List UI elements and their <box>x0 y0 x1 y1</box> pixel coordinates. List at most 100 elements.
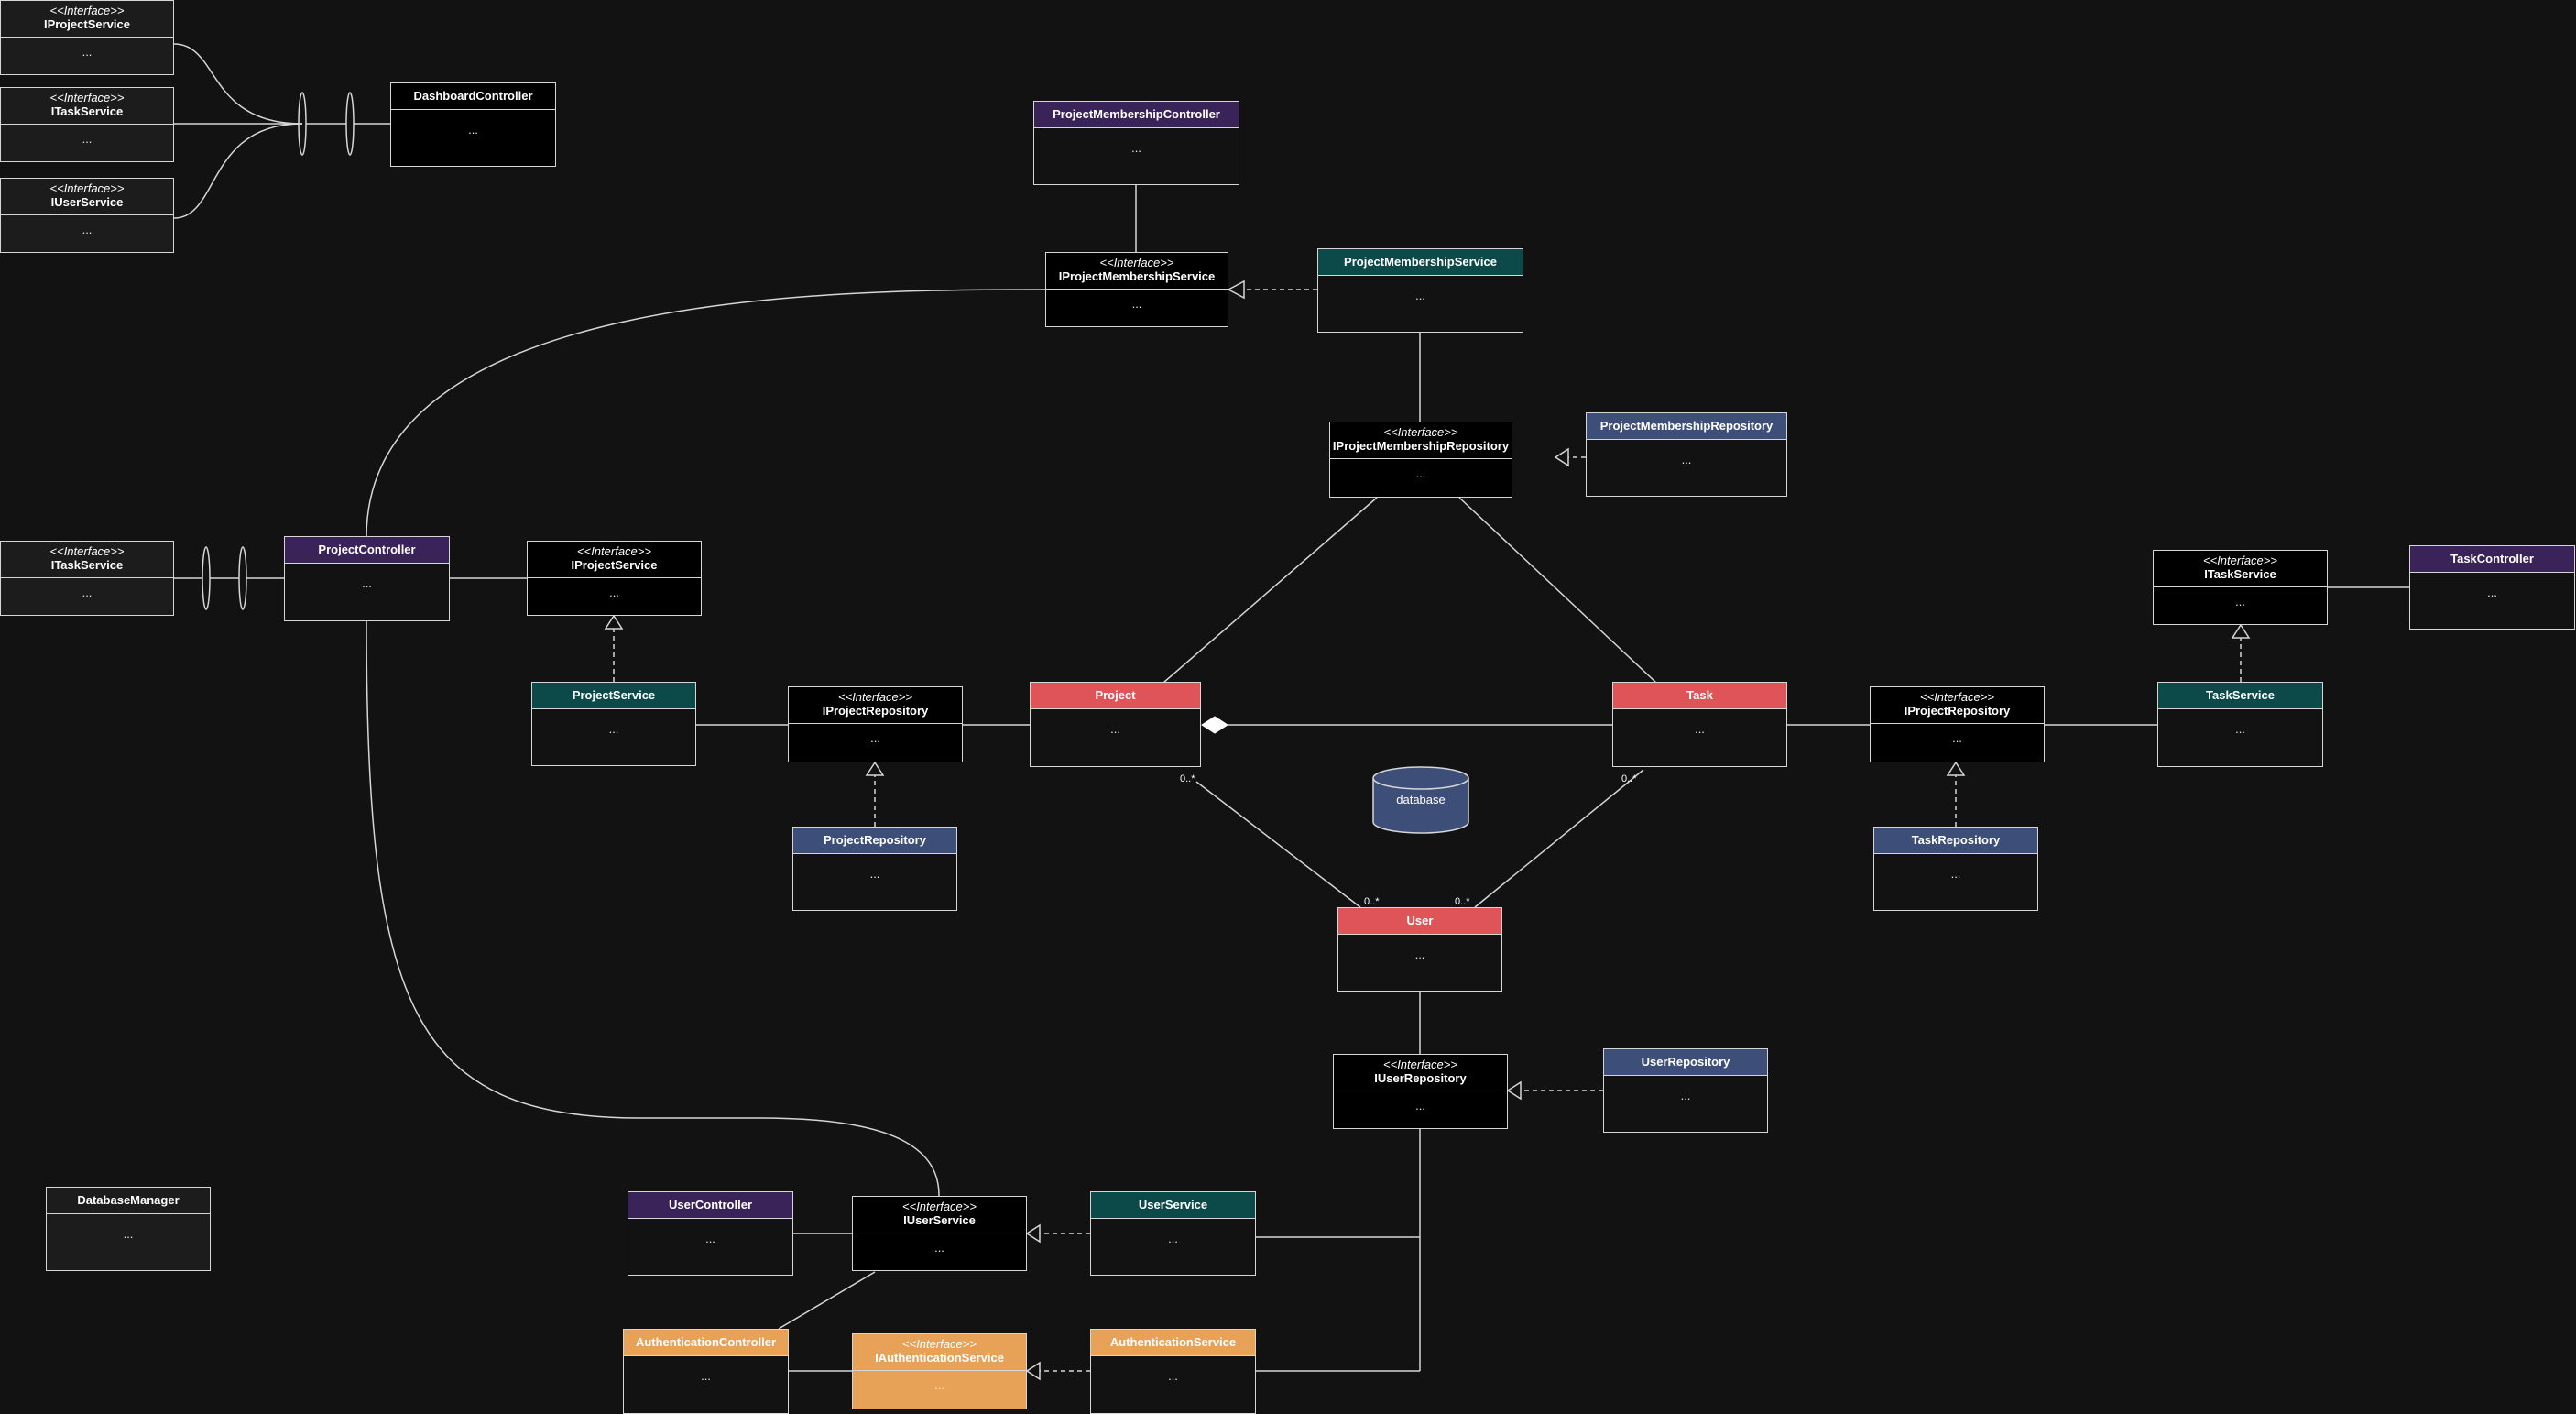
class-name: UserRepository <box>1641 1055 1730 1069</box>
class-name: IUserService <box>903 1213 976 1227</box>
class-body: ... <box>362 576 372 590</box>
class-user-box[interactable]: User... <box>1337 907 1502 992</box>
class-header: <<Interface>>IProjectMembershipService <box>1046 253 1228 290</box>
socket-ring-3 <box>202 546 211 610</box>
connector-ips-dash <box>173 43 303 125</box>
class-header: Task <box>1613 683 1786 709</box>
class-itaskservice-box[interactable]: <<Interface>>ITaskService... <box>0 541 174 616</box>
class-name: IUserService <box>50 195 124 209</box>
connector-iusersvc-authctrl <box>778 1271 876 1330</box>
class-projectmembershiprepository-box[interactable]: ProjectMembershipRepository... <box>1586 412 1787 497</box>
arrowhead-iuserrepo <box>1506 1080 1522 1101</box>
class-header: ProjectMembershipService <box>1318 249 1523 276</box>
class-project-box[interactable]: Project... <box>1030 682 1201 767</box>
class-body: ... <box>701 1369 711 1383</box>
class-userservice-box[interactable]: UserService... <box>1090 1191 1256 1276</box>
class-body: ... <box>82 132 93 146</box>
class-projectmembershipcontroller-box[interactable]: ProjectMembershipController... <box>1033 101 1239 185</box>
class-usercontroller-box[interactable]: UserController... <box>628 1191 793 1276</box>
class-body: ... <box>1110 722 1120 736</box>
class-iuserservice-box[interactable]: <<Interface>>IUserService... <box>852 1196 1027 1271</box>
class-stereotype: <<Interface>> <box>1099 256 1174 269</box>
class-header: AuthenticationController <box>624 1330 788 1356</box>
class-iprojectservice-box[interactable]: <<Interface>>IProjectService... <box>0 0 174 75</box>
class-name: IProjectMembershipService <box>1058 269 1216 283</box>
class-name: AuthenticationService <box>1109 1335 1237 1349</box>
class-header: ProjectController <box>285 537 449 564</box>
class-name: IUserRepository <box>1374 1071 1467 1085</box>
arrowhead-its-right <box>2231 623 2251 639</box>
class-taskcontroller-box[interactable]: TaskController... <box>2409 545 2575 630</box>
class-header: <<Interface>>IProjectMembershipRepositor… <box>1330 422 1512 459</box>
arrowhead-iprojrepo-r <box>1946 761 1966 776</box>
class-databasemanager-box[interactable]: DatabaseManager... <box>46 1187 211 1271</box>
class-projectcontroller-box[interactable]: ProjectController... <box>284 536 450 621</box>
class-header: ProjectMembershipRepository <box>1587 413 1786 440</box>
class-body: ... <box>609 586 619 599</box>
socket-ring-2 <box>345 92 355 156</box>
class-name: DatabaseManager <box>77 1193 180 1207</box>
class-header: UserService <box>1091 1192 1255 1219</box>
assoc-project-user <box>1195 781 1361 908</box>
class-name: ProjectMembershipRepository <box>1599 419 1774 433</box>
class-body: ... <box>1415 1099 1425 1113</box>
class-iuserservice-box[interactable]: <<Interface>>IUserService... <box>0 178 174 253</box>
class-name: ITaskService <box>50 558 124 572</box>
class-name: TaskService <box>2206 688 2275 702</box>
class-projectservice-box[interactable]: ProjectService... <box>531 682 696 766</box>
class-body: ... <box>1950 867 1961 881</box>
class-authenticationservice-box[interactable]: AuthenticationService... <box>1090 1329 1256 1414</box>
class-itaskservice-box[interactable]: <<Interface>>ITaskService... <box>2153 550 2328 625</box>
class-itaskservice-box[interactable]: <<Interface>>ITaskService... <box>0 87 174 162</box>
class-task-box[interactable]: Task... <box>1612 682 1787 767</box>
class-header: UserRepository <box>1604 1049 1767 1076</box>
class-name: ProjectMembershipController <box>1053 107 1220 121</box>
class-stereotype: <<Interface>> <box>1920 690 1994 704</box>
class-iauthenticationservice-box[interactable]: <<Interface>>IAuthenticationService... <box>852 1333 1027 1409</box>
class-name: UserController <box>668 1198 753 1211</box>
class-authenticationcontroller-box[interactable]: AuthenticationController... <box>623 1329 789 1414</box>
class-projectmembershipservice-box[interactable]: ProjectMembershipService... <box>1317 248 1523 333</box>
class-iprojectservice-box[interactable]: <<Interface>>IProjectService... <box>527 541 702 616</box>
database-cylinder[interactable]: database <box>1371 765 1470 835</box>
multiplicity-label: 0..* <box>1621 773 1637 784</box>
arrowhead-ipmr <box>1554 447 1569 467</box>
class-name: ITaskService <box>50 104 124 118</box>
class-iprojectrepository-box[interactable]: <<Interface>>IProjectRepository... <box>788 686 963 762</box>
class-iprojectmembershipservice-box[interactable]: <<Interface>>IProjectMembershipService..… <box>1045 252 1228 327</box>
class-userrepository-box[interactable]: UserRepository... <box>1603 1048 1768 1133</box>
class-body: ... <box>1131 141 1141 155</box>
class-header: AuthenticationService <box>1091 1330 1255 1356</box>
class-body: ... <box>705 1232 715 1245</box>
class-name: TaskController <box>2450 552 2534 565</box>
class-projectrepository-box[interactable]: ProjectRepository... <box>792 827 957 911</box>
class-dashboardcontroller-box[interactable]: DashboardController... <box>390 82 556 167</box>
connector-projctrl-ipms <box>366 289 1046 538</box>
class-taskrepository-box[interactable]: TaskRepository... <box>1873 827 2038 911</box>
class-name: IProjectService <box>44 17 130 31</box>
class-iprojectmembershiprepository-box[interactable]: <<Interface>>IProjectMembershipRepositor… <box>1329 422 1512 498</box>
composition-diamond <box>1201 716 1228 734</box>
class-stereotype: <<Interface>> <box>838 690 912 704</box>
class-header: ProjectRepository <box>793 828 956 854</box>
class-body: ... <box>82 223 93 236</box>
class-body: ... <box>1168 1369 1178 1383</box>
class-header: <<Interface>>ITaskService <box>1 542 173 578</box>
class-name: ProjectService <box>572 688 656 702</box>
class-body: ... <box>1952 731 1962 745</box>
class-header: ProjectService <box>532 683 695 709</box>
class-header: UserController <box>628 1192 792 1219</box>
arrowhead-iprojrepo-l <box>865 761 885 776</box>
class-body: ... <box>2487 586 2497 599</box>
class-stereotype: <<Interface>> <box>1383 425 1458 439</box>
class-header: TaskController <box>2410 546 2574 573</box>
class-body: ... <box>1168 1232 1178 1245</box>
class-name: IAuthenticationService <box>875 1351 1004 1365</box>
class-name: ProjectController <box>318 543 416 556</box>
class-iuserrepository-box[interactable]: <<Interface>>IUserRepository... <box>1333 1054 1508 1129</box>
class-taskservice-box[interactable]: TaskService... <box>2157 682 2323 767</box>
arrowhead-ips <box>604 614 624 630</box>
class-iprojectrepository-box[interactable]: <<Interface>>IProjectRepository... <box>1870 686 2045 762</box>
class-stereotype: <<Interface>> <box>902 1337 977 1351</box>
